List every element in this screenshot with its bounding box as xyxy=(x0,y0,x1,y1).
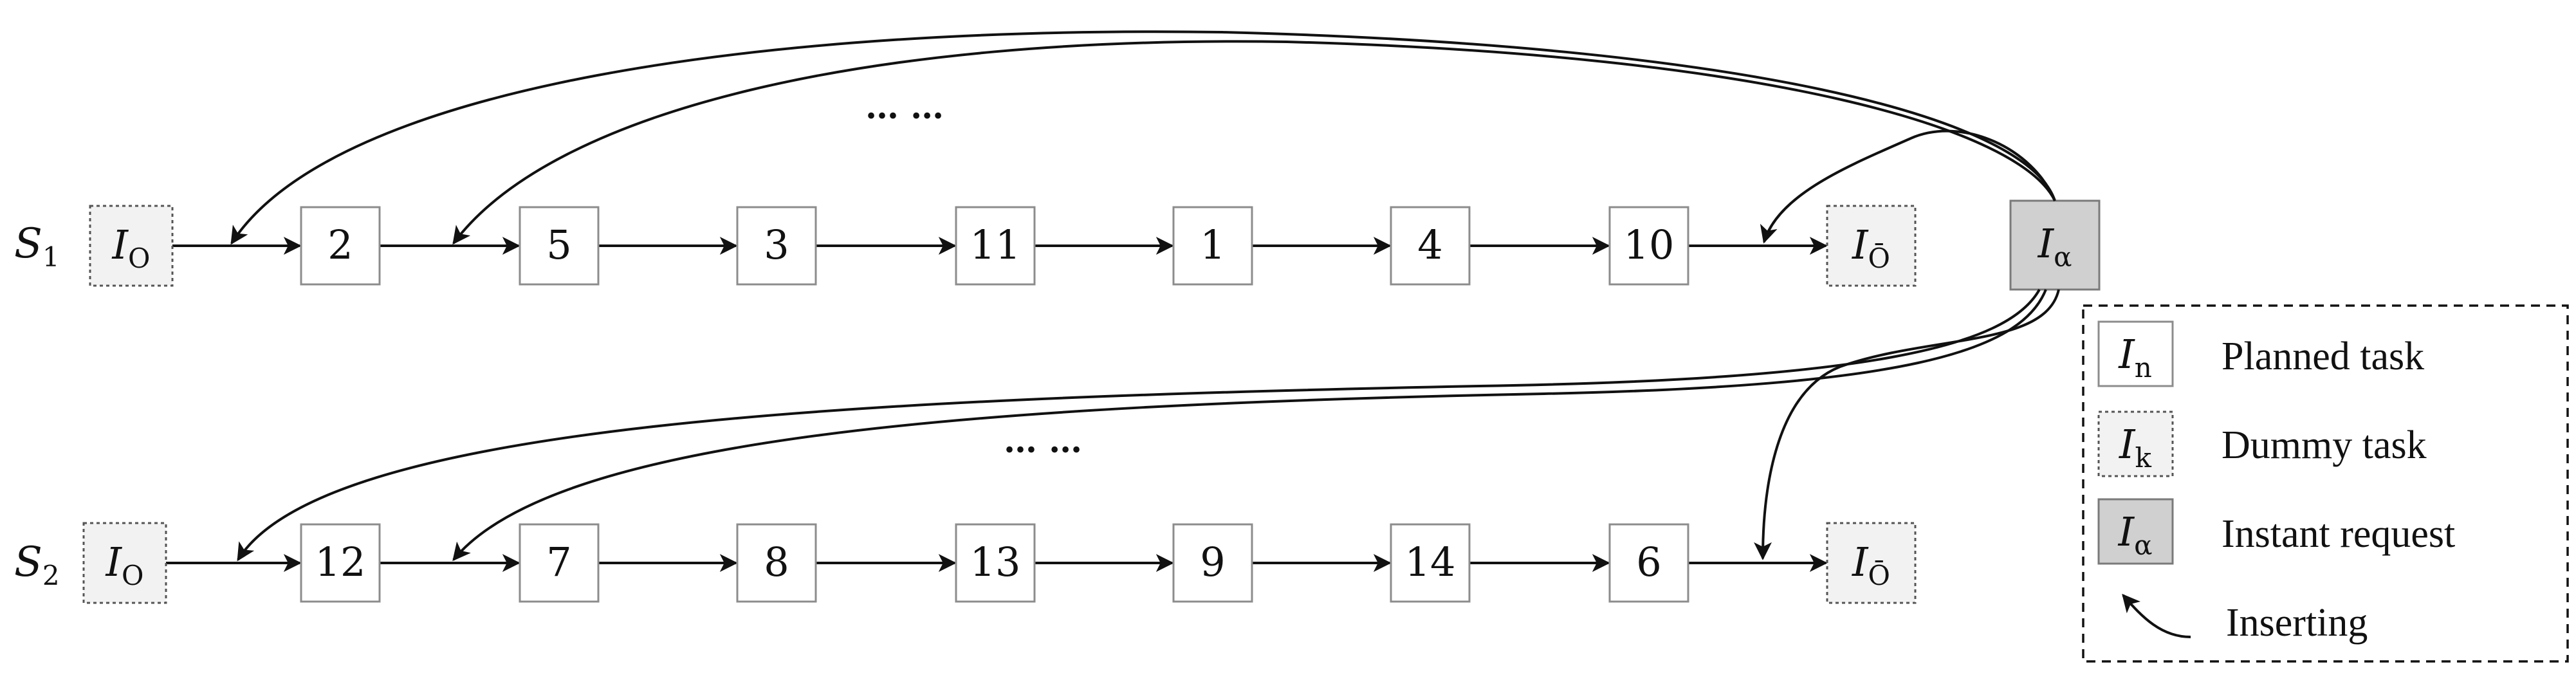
insert-arrow-s1-pos1 xyxy=(230,30,2056,245)
task-node-label: 1 xyxy=(1200,221,1225,268)
inserting-arrow-icon xyxy=(2122,593,2191,638)
sequence-label-s2: S2 xyxy=(14,539,60,591)
end-dummy-node: IŌ xyxy=(1826,205,1917,287)
task-node-label: 9 xyxy=(1200,539,1225,585)
end-dummy-node: IŌ xyxy=(1826,522,1917,604)
insert-arrow-s2-pos2 xyxy=(452,289,2047,562)
task-node-label: 10 xyxy=(1624,221,1675,268)
task-node-label: 8 xyxy=(764,539,789,585)
start-dummy-node: IO xyxy=(89,205,174,287)
task-node-label: 3 xyxy=(764,221,789,268)
task-node-label: 4 xyxy=(1417,221,1442,268)
task-node: 13 xyxy=(955,523,1036,603)
legend-item-inserting: Inserting xyxy=(2122,593,2368,645)
task-node-label: 13 xyxy=(970,539,1021,585)
legend-label-dummy: Dummy task xyxy=(2222,423,2427,467)
insert-arrow-s1-pos2 xyxy=(452,40,2056,245)
insertion-arrows xyxy=(230,30,2060,562)
insert-arrow-s1-pos8 xyxy=(1760,129,2056,244)
task-node-label: 6 xyxy=(1636,539,1661,585)
task-node-label: 12 xyxy=(315,539,366,585)
legend-label-instant: Instant request xyxy=(2222,512,2455,556)
task-node: 3 xyxy=(736,206,817,286)
task-node: 14 xyxy=(1390,523,1471,603)
task-node: 8 xyxy=(736,523,817,603)
ellipsis-s1: … … xyxy=(865,88,944,127)
legend-symbol-dummy: Ik xyxy=(2119,421,2152,474)
task-node-label: 14 xyxy=(1405,539,1456,585)
instant-request-label: Iα xyxy=(2038,220,2072,273)
task-node: 1 xyxy=(1172,206,1253,286)
legend-label-planned: Planned task xyxy=(2222,335,2424,378)
sequence-s2: S2 IO 12 7 8 13 9 14 6 IŌ xyxy=(14,522,1917,604)
instant-request-node: Iα xyxy=(2009,199,2101,291)
legend-item-planned: In Planned task xyxy=(2097,320,2424,387)
task-node-label: 11 xyxy=(970,221,1021,268)
task-node: 12 xyxy=(300,523,381,603)
ellipsis-s2: … … xyxy=(1004,421,1082,461)
start-dummy-node: IO xyxy=(82,522,167,604)
insert-arrow-s2-pos1 xyxy=(237,289,2041,562)
insert-arrow-s2-pos8 xyxy=(1754,289,2060,560)
task-node: 7 xyxy=(519,523,600,603)
task-node: 6 xyxy=(1608,523,1689,603)
task-node-label: 7 xyxy=(546,539,571,585)
task-node-label: 2 xyxy=(327,221,353,268)
start-dummy-node-label: IO xyxy=(112,221,151,274)
sequence-label-s1: S1 xyxy=(14,220,60,273)
legend-item-dummy: Ik Dummy task xyxy=(2097,410,2427,477)
legend-label-inserting: Inserting xyxy=(2226,601,2368,645)
task-node: 5 xyxy=(519,206,600,286)
task-node: 10 xyxy=(1608,206,1689,286)
task-node-label: 5 xyxy=(546,221,571,268)
start-dummy-node-label: IO xyxy=(106,539,144,591)
legend-item-instant: Iα Instant request xyxy=(2097,498,2455,565)
task-node: 2 xyxy=(300,206,381,286)
end-dummy-node-label: IŌ xyxy=(1852,539,1890,591)
end-dummy-node-label: IŌ xyxy=(1852,221,1890,274)
legend: In Planned task Ik Dummy task Iα Instant… xyxy=(2082,304,2569,663)
legend-symbol-planned: In xyxy=(2118,331,2152,383)
legend-symbol-instant: Iα xyxy=(2118,508,2153,561)
task-node: 9 xyxy=(1172,523,1253,603)
task-node: 11 xyxy=(955,206,1036,286)
chain-s2: IO 12 7 8 13 9 14 6 IŌ xyxy=(82,522,1917,604)
task-node: 4 xyxy=(1390,206,1471,286)
